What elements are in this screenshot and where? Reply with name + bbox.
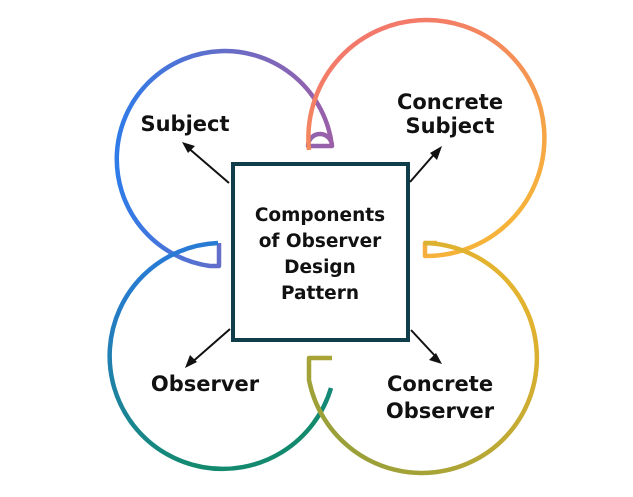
concrete-observer-label-line-1: Concrete — [387, 372, 493, 396]
arrow-head-subject — [182, 142, 195, 153]
arrow-to-concrete-observer — [410, 329, 438, 359]
center-box — [231, 162, 410, 342]
concrete-subject-ring — [306, 17, 547, 259]
subject-label: Subject — [140, 112, 229, 136]
center-title-line-2: of Observer — [259, 231, 382, 252]
center-title-line-4: Pattern — [281, 283, 359, 304]
center-title: Components of Observer Design Pattern — [255, 205, 385, 304]
concrete-observer-ring — [306, 240, 540, 476]
concrete-subject-label-line-2: Subject — [405, 114, 494, 138]
concrete-subject-label-line-1: Concrete — [397, 90, 503, 114]
center-title-line-3: Design — [284, 257, 356, 278]
arrow-to-subject — [185, 145, 230, 184]
center-title-line-1: Components — [255, 205, 385, 226]
observer-ring — [107, 240, 334, 472]
arrow-head-concrete-subject — [430, 146, 442, 160]
arrow-to-observer — [189, 328, 231, 365]
concrete-observer-label-line-2: Observer — [386, 399, 495, 423]
arrow-head-concrete-observer — [429, 353, 442, 364]
observer-label: Observer — [151, 372, 260, 396]
arrow-to-concrete-subject — [409, 150, 438, 183]
arrow-head-observer — [185, 355, 197, 368]
arrows — [182, 142, 442, 368]
